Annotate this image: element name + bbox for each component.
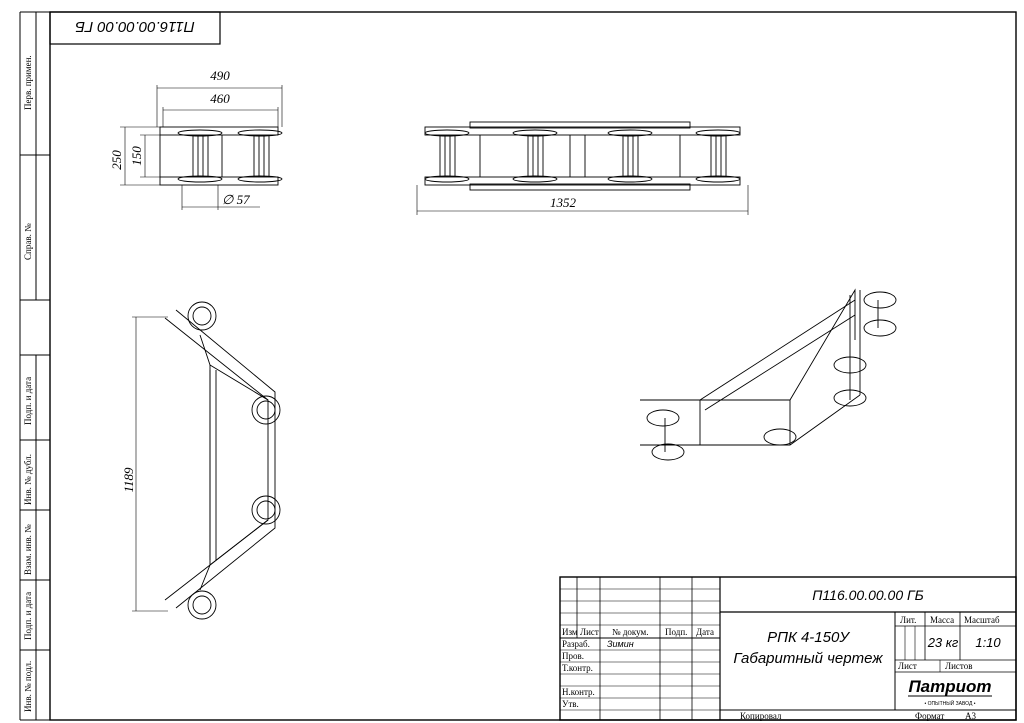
role-razrab: Разраб.	[562, 639, 590, 649]
format-label: Формат	[915, 711, 944, 721]
side-label-inv-podl: Инв. № подл.	[23, 661, 33, 712]
dim-1352: 1352	[550, 195, 577, 210]
company-logo: Патриот	[908, 677, 991, 696]
role-nkontr: Н.контр.	[562, 687, 595, 697]
side-label-sprav: Справ. №	[23, 223, 33, 260]
role-tkontr: Т.контр.	[562, 663, 593, 673]
roller-group-long	[424, 129, 741, 183]
col-dokum: № докум.	[612, 627, 649, 637]
dim-250: 250	[109, 150, 124, 170]
title-code: П116.00.00.00 ГБ	[812, 587, 923, 603]
side-label-podp-data-1: Подп. и дата	[23, 377, 33, 425]
col-izm: Изм	[562, 627, 578, 637]
top-code-inverted: П116.00.00.00 ГБ	[75, 18, 195, 35]
dim-490: 490	[210, 68, 230, 83]
role-prov: Пров.	[562, 651, 584, 661]
mass-label: Масса	[930, 615, 954, 625]
side-view-long	[424, 121, 741, 191]
dim-lines-plan	[132, 316, 168, 612]
sheet-frame	[19, 11, 1017, 721]
col-podp: Подп.	[665, 627, 687, 637]
col-list: Лист	[580, 627, 599, 637]
side-view-small	[159, 126, 283, 186]
side-label-podp-data-2: Подп. и дата	[23, 592, 33, 640]
dim-diameter-57: ∅ 57	[222, 192, 250, 207]
company-subtitle: • ОПЫТНЫЙ ЗАВОД •	[925, 699, 976, 707]
dim-1189: 1189	[121, 467, 136, 493]
mass-value: 23 кг	[927, 635, 959, 650]
dim-150: 150	[129, 146, 144, 166]
side-label-inv-dubl: Инв. № дубл.	[23, 454, 33, 505]
scale-label: Масштаб	[964, 615, 1000, 625]
product-name: РПК 4-150У	[767, 629, 850, 646]
col-data: Дата	[696, 627, 714, 637]
copied-label: Копировал	[740, 711, 782, 721]
plan-view	[164, 301, 281, 620]
drawing-type: Габаритный чертеж	[733, 650, 883, 667]
sheets-label: Листов	[945, 661, 972, 671]
scale-value: 1:10	[975, 635, 1001, 650]
dim-lines-small	[120, 85, 283, 210]
developer-name: Зимин	[607, 639, 634, 649]
title-block-grid	[559, 576, 1017, 721]
side-label-perv-primen: Перв. примен.	[23, 55, 33, 110]
dim-lines-long	[416, 185, 749, 215]
dim-460: 460	[210, 91, 230, 106]
side-label-vzam-inv: Взам. инв. №	[23, 524, 33, 575]
format-value: А3	[965, 711, 976, 721]
role-utv: Утв.	[562, 699, 579, 709]
lit-label: Лит.	[900, 615, 916, 625]
sheet-label: Лист	[898, 661, 917, 671]
isometric-view	[640, 288, 897, 461]
